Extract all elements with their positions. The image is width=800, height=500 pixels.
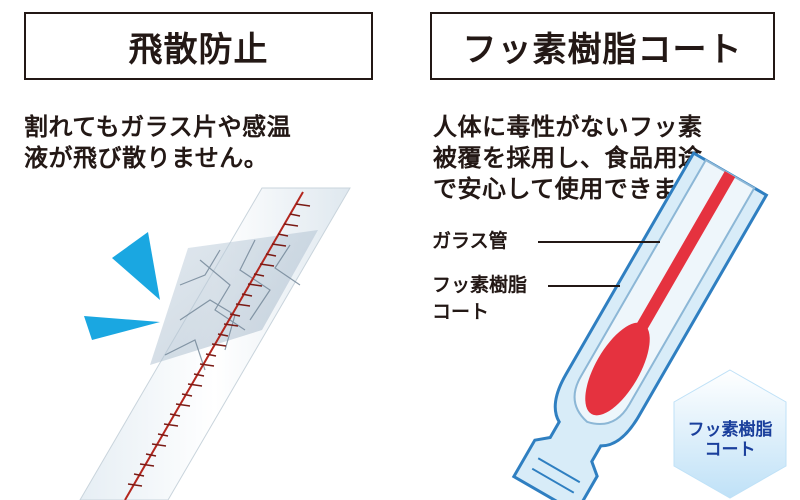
anti-scatter-description: 割れてもガラス片や感温 液が飛び散りません。 xyxy=(24,113,292,172)
thermometer-red-column xyxy=(124,191,304,500)
cap-groove xyxy=(537,457,581,484)
broken-thermometer-illustration xyxy=(79,187,351,500)
impact-mark-bottom xyxy=(84,316,160,340)
fluoro-badge-text: フッ素樹脂 コート xyxy=(687,420,773,460)
liquid-bulb xyxy=(585,322,650,416)
title-fluororesin-coat: フッ素樹脂コート xyxy=(430,12,775,80)
cap-groove xyxy=(531,467,575,494)
impact-mark-top xyxy=(112,232,160,300)
fluoro-badge-hexagon xyxy=(673,369,787,499)
crack-area xyxy=(150,230,318,365)
label-fluororesin-coat: フッ素樹脂 コート xyxy=(432,274,528,323)
liquid-column xyxy=(629,171,736,342)
thermometer-scale-ticks xyxy=(127,203,311,487)
label-glass-tube: ガラス管 xyxy=(432,230,508,252)
coated-tube-illustration xyxy=(511,151,787,500)
title-anti-scatter: 飛散防止 xyxy=(24,12,373,80)
